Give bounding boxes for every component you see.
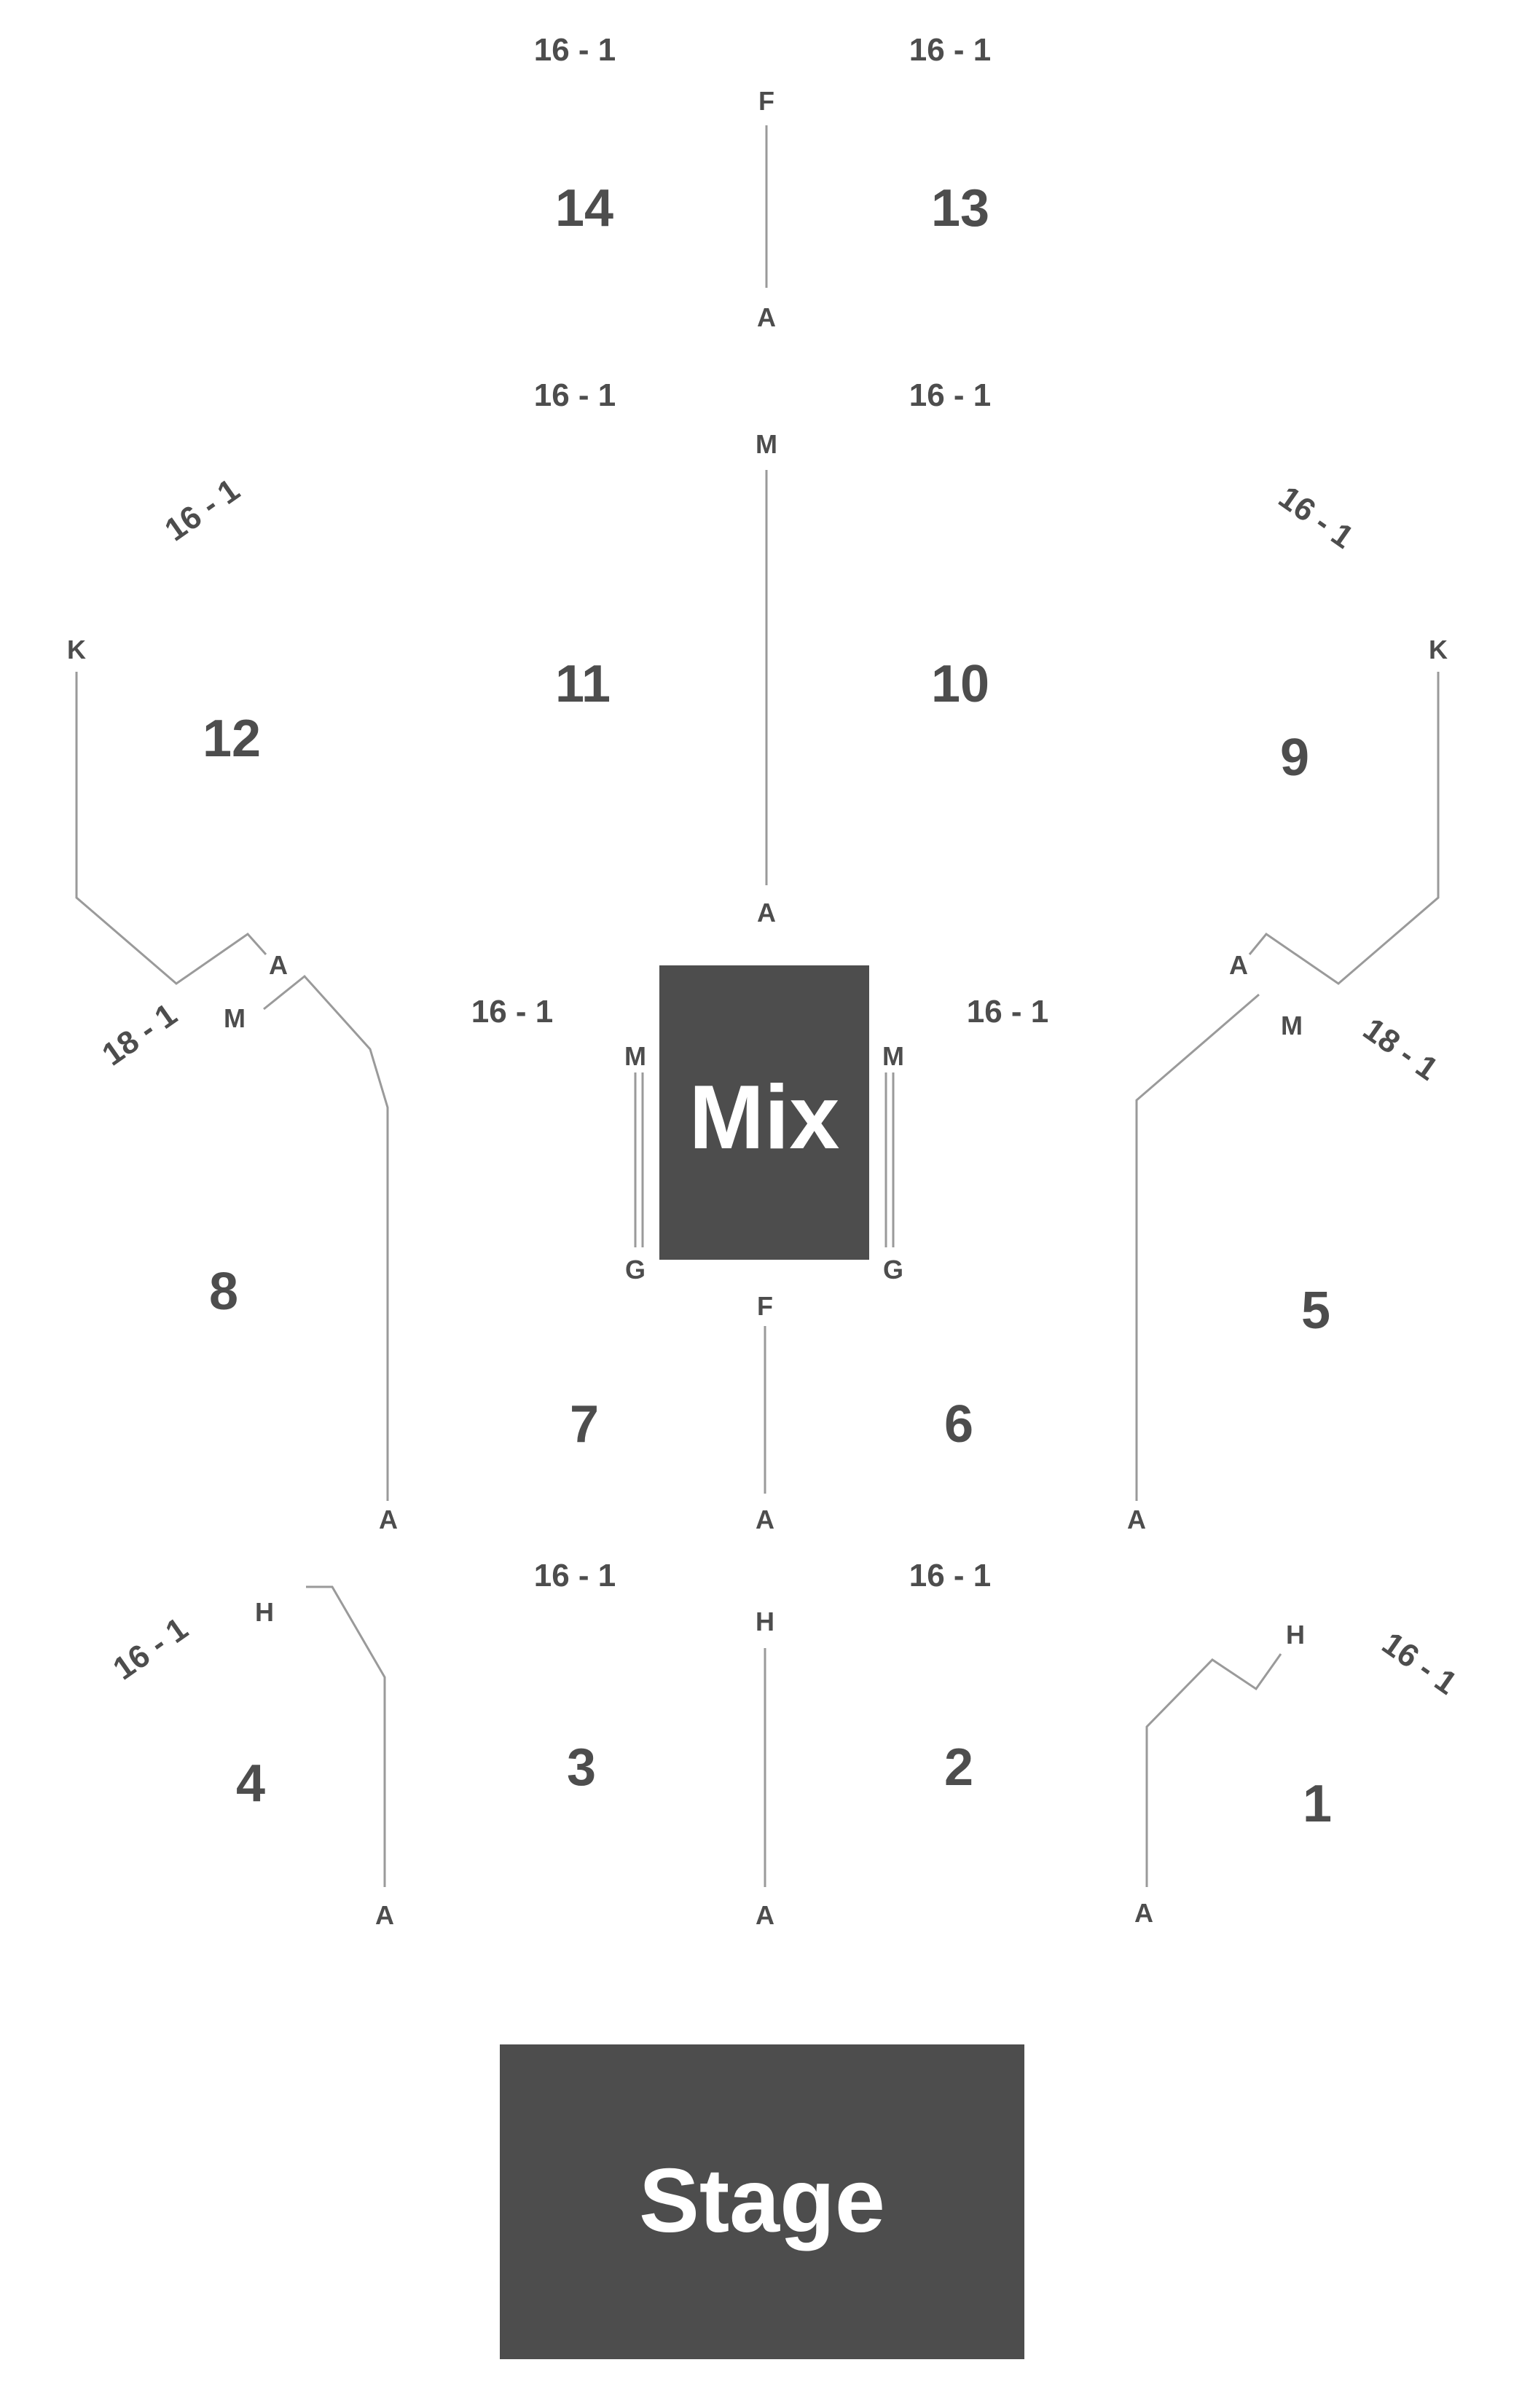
seat-range-4-corner: 16 - 1 xyxy=(107,1611,195,1687)
section-13[interactable]: 13 xyxy=(931,179,989,238)
row-letter-4-top: H xyxy=(255,1597,274,1627)
section-14[interactable]: 14 xyxy=(555,179,613,238)
section-6[interactable]: 6 xyxy=(944,1395,973,1454)
aisle-line-1 xyxy=(1145,1653,1282,1887)
row-letter-76-bottom: A xyxy=(756,1505,774,1534)
seat-range-12-corner: 16 - 1 xyxy=(159,472,246,549)
row-letter-1413-top: F xyxy=(758,86,774,116)
seat-range-8-corner: 18 - 1 xyxy=(96,997,184,1073)
row-letter-1-top: H xyxy=(1286,1620,1305,1650)
seat-range-7-top: 16 - 1 xyxy=(471,994,554,1030)
section-2[interactable]: 2 xyxy=(944,1738,973,1797)
row-letter-1-bottom: A xyxy=(1134,1898,1153,1928)
row-letter-mix-left-bottom: G xyxy=(625,1255,646,1285)
mix-block xyxy=(659,965,869,1260)
section-8[interactable]: 8 xyxy=(209,1263,238,1321)
seat-range-5-corner: 18 - 1 xyxy=(1357,1011,1444,1088)
row-letter-mix-left-top: M xyxy=(624,1041,646,1071)
seat-range-1-corner: 16 - 1 xyxy=(1376,1625,1463,1702)
section-12[interactable]: 12 xyxy=(203,710,261,768)
seat-range-14-top: 16 - 1 xyxy=(534,32,616,68)
seat-range-13-top: 16 - 1 xyxy=(909,32,992,68)
section-1[interactable]: 1 xyxy=(1303,1775,1332,1833)
seat-range-9-corner: 16 - 1 xyxy=(1272,479,1360,556)
aisle-line-9 xyxy=(1248,672,1440,985)
section-4[interactable]: 4 xyxy=(236,1754,265,1813)
row-letter-9-top: K xyxy=(1429,635,1448,664)
section-7[interactable]: 7 xyxy=(570,1395,599,1454)
row-letter-1110-bottom: A xyxy=(757,898,776,927)
row-letter-12-bottom: A xyxy=(269,950,288,980)
row-letter-5-top: M xyxy=(1281,1011,1303,1040)
section-10[interactable]: 10 xyxy=(931,655,989,713)
row-letter-12-top: K xyxy=(67,635,86,664)
row-letter-76-top: F xyxy=(757,1291,773,1321)
row-letter-1110-top: M xyxy=(756,429,777,459)
section-3[interactable]: 3 xyxy=(567,1738,596,1797)
row-letter-mix-right-bottom: G xyxy=(883,1255,903,1285)
row-letter-5-bottom: A xyxy=(1127,1505,1146,1534)
section-9[interactable]: 9 xyxy=(1280,729,1309,787)
row-letter-32-bottom: A xyxy=(756,1900,774,1930)
seat-range-6-top: 16 - 1 xyxy=(967,994,1049,1030)
stage-label: Stage xyxy=(639,2151,885,2251)
stage-block xyxy=(500,2044,1024,2359)
seat-range-10-top: 16 - 1 xyxy=(909,377,992,413)
seat-range-2-top: 16 - 1 xyxy=(909,1558,992,1593)
seat-range-11-top: 16 - 1 xyxy=(534,377,616,413)
row-letter-9-bottom: A xyxy=(1229,950,1248,980)
section-11[interactable]: 11 xyxy=(555,655,611,713)
row-letter-8-top: M xyxy=(224,1003,246,1033)
aisle-line-8 xyxy=(263,974,389,1501)
row-letter-1413-bottom: A xyxy=(757,302,776,332)
mix-label: Mix xyxy=(689,1067,840,1168)
aisle-line-5 xyxy=(1135,993,1260,1501)
row-letter-8-bottom: A xyxy=(379,1505,398,1534)
section-5[interactable]: 5 xyxy=(1301,1282,1330,1340)
aisle-line-12 xyxy=(75,672,267,985)
row-letter-4-bottom: A xyxy=(375,1900,394,1930)
seat-range-3-top: 16 - 1 xyxy=(534,1558,616,1593)
aisle-line-4 xyxy=(306,1585,386,1887)
row-letter-32-top: H xyxy=(756,1607,774,1636)
row-letter-mix-right-top: M xyxy=(882,1041,904,1071)
